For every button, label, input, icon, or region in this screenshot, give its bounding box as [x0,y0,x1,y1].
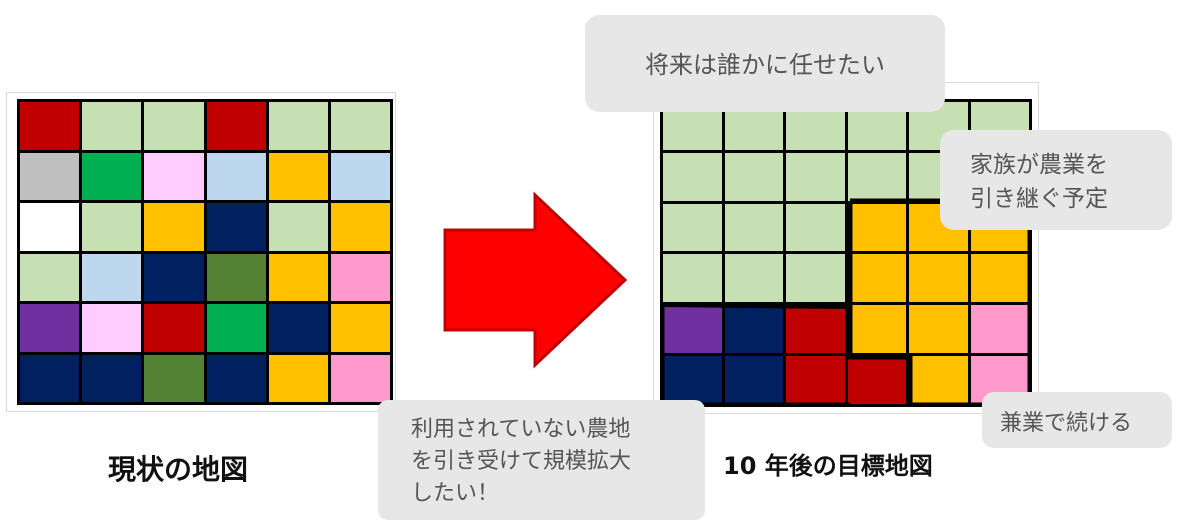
current-map-cell [206,354,266,402]
target-map-cell [786,356,845,404]
target-map-cell [663,254,722,303]
target-map-cell [909,305,968,354]
speech-bubble-entrust: 将来は誰かに任せたい [585,15,945,112]
target-map-cell [786,305,845,354]
current-map-cell [20,152,80,200]
current-map-cell [144,152,204,200]
right-arrow-icon [443,191,628,369]
current-map-cell [330,203,390,251]
target-map-cell [847,305,906,354]
current-map-cell [82,253,142,301]
current-map-cell [20,304,80,352]
current-map-cell [82,102,142,150]
speech-bubble-family: 家族が農業を 引き継ぐ予定 [940,130,1172,230]
current-map-cell [330,354,390,402]
current-map-cell [20,102,80,150]
speech-bubble-expand: 利用されていない農地 を引き受けて規模拡大 したい！ [378,400,705,520]
bubble-part-time-text: 兼業で続ける [1000,411,1133,436]
target-map-cell [663,305,722,354]
target-map-cell [724,203,783,252]
target-map-cell [724,305,783,354]
current-map-cell [144,102,204,150]
current-map-cell [82,152,142,200]
target-map-cell [786,152,845,201]
target-map-cell [786,254,845,303]
current-map-cell [20,253,80,301]
target-map-caption: 10 年後の目標地図 [723,452,933,480]
current-map-cell [330,253,390,301]
current-map-cell [206,152,266,200]
speech-bubble-part-time: 兼業で続ける [982,392,1172,448]
current-map [6,92,396,412]
current-map-grid [17,99,393,405]
target-map-cell [724,152,783,201]
bubble-family-text: 家族が農業を 引き継ぐ予定 [970,152,1108,212]
target-map-cell [909,356,968,404]
current-map-cell [330,152,390,200]
target-map-cell [847,356,906,404]
current-map-cell [206,102,266,150]
target-map-cell [847,254,906,303]
current-map-cell [268,253,328,301]
target-map-cell [847,203,906,252]
target-map-cell [663,203,722,252]
bubble-entrust-text: 将来は誰かに任せたい [645,51,885,79]
target-map-cell [786,203,845,252]
current-map-cell [268,354,328,402]
target-map-cell [663,152,722,201]
current-map-cell [268,152,328,200]
target-map-cell [724,356,783,404]
target-map-cell [847,152,906,201]
current-map-cell [82,354,142,402]
current-map-caption: 現状の地図 [108,453,249,486]
current-map-cell [144,304,204,352]
current-map-cell [268,203,328,251]
current-map-cell [206,203,266,251]
current-map-cell [268,102,328,150]
target-map-cell [663,356,722,404]
current-map-cell [206,253,266,301]
current-map-cell [144,253,204,301]
current-map-cell [268,304,328,352]
current-map-cell [206,304,266,352]
current-map-cell [144,354,204,402]
current-map-cell [82,203,142,251]
target-map-cell [724,254,783,303]
current-map-cell [20,354,80,402]
target-map-cell [909,254,968,303]
target-map-cell [970,254,1029,303]
current-map-cell [330,304,390,352]
target-map-cell [970,305,1029,354]
current-map-cell [330,102,390,150]
current-map-cell [144,203,204,251]
current-map-cell [82,304,142,352]
bubble-expand-text: 利用されていない農地 を引き受けて規模拡大 したい！ [411,417,632,506]
current-map-cell [20,203,80,251]
